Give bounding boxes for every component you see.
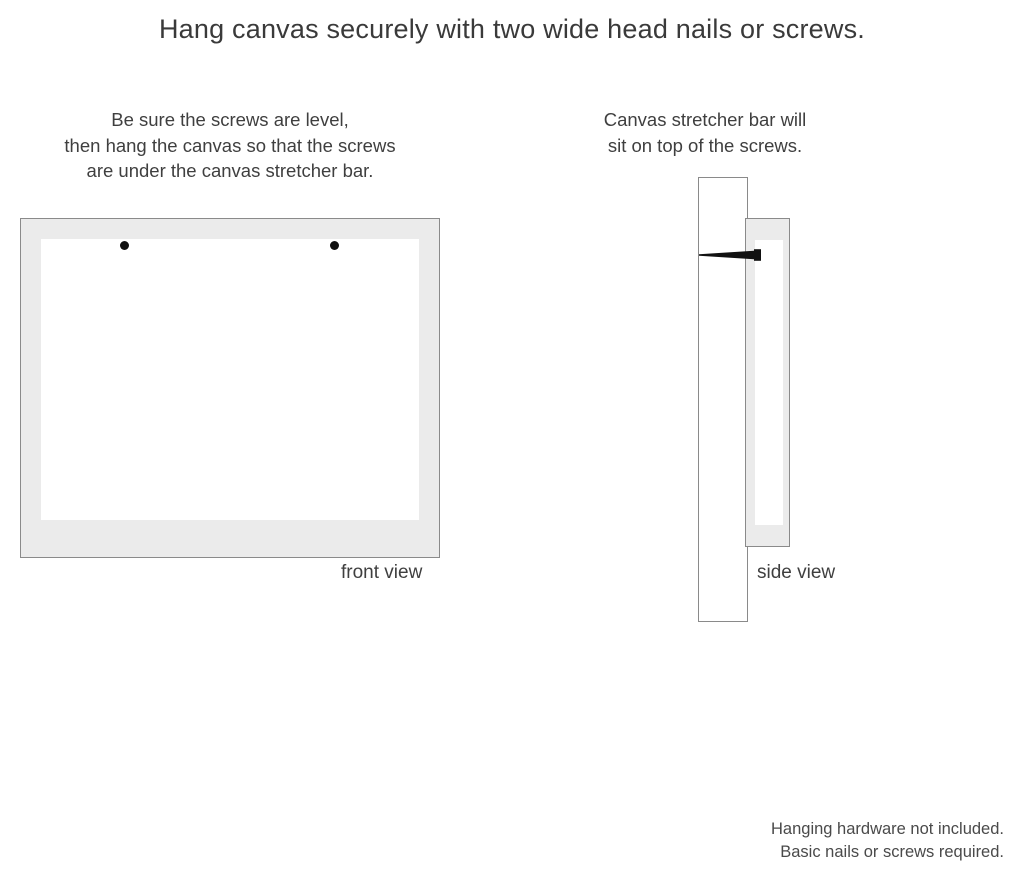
wall-shape [698,177,748,622]
footer-line: Basic nails or screws required. [780,842,1004,861]
right-screw-dot-icon [330,241,339,250]
side-view-label: side view [757,562,836,583]
side-view-caption: Canvas stretcher bar will sit on top of … [560,107,850,158]
footer-disclaimer: Hanging hardware not included. Basic nai… [771,818,1004,863]
side-view-diagram [690,170,890,630]
left-screw-dot-icon [120,241,129,250]
front-view-caption: Be sure the screws are level, then hang … [20,107,440,184]
footer-line: Hanging hardware not included. [771,820,1004,838]
caption-line: are under the canvas stretcher bar. [86,160,374,181]
front-view-diagram [20,218,440,558]
canvas-stretcher-bar-inner [755,240,783,525]
caption-line: Canvas stretcher bar will [603,109,807,130]
page-title: Hang canvas securely with two wide head … [158,14,865,44]
caption-line: Be sure the screws are level, [111,109,349,130]
canvas-stretcher-bar-shape [745,218,790,547]
caption-line: then hang the canvas so that the screws [64,134,396,156]
wide-head-screw-icon [699,249,761,261]
caption-line: sit on top of the screws. [607,134,803,156]
canvas-inner-panel [41,239,419,520]
front-view-label: front view [341,562,423,583]
